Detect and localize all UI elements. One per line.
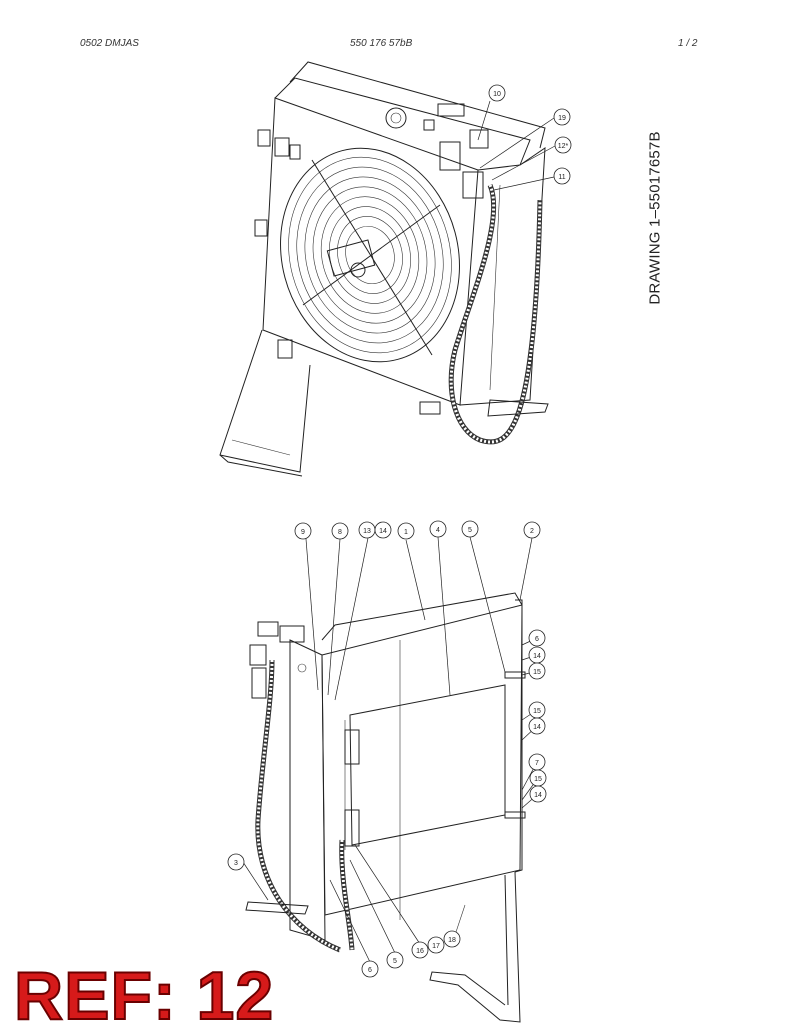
callout-5b: 5 [386, 951, 404, 969]
svg-text:19: 19 [558, 115, 566, 122]
callouts-top: 10 19 12* 11 [477, 84, 572, 191]
callout-18: 18 [443, 930, 461, 948]
callout-14a: 14 [374, 521, 392, 539]
callout-13: 13 [358, 521, 376, 539]
svg-text:18: 18 [448, 937, 456, 944]
svg-text:15: 15 [533, 669, 541, 676]
callout-14d: 14 [529, 785, 547, 803]
svg-text:15: 15 [533, 708, 541, 715]
svg-text:5: 5 [393, 958, 397, 965]
callout-2: 2 [523, 521, 541, 539]
svg-text:5: 5 [468, 527, 472, 534]
callout-3: 3 [227, 853, 245, 871]
svg-text:15: 15 [534, 776, 542, 783]
svg-text:17: 17 [432, 943, 440, 950]
svg-text:16: 16 [416, 948, 424, 955]
svg-text:9: 9 [301, 529, 305, 536]
callout-15c: 15 [529, 769, 547, 787]
svg-text:11: 11 [558, 174, 565, 181]
svg-text:10: 10 [493, 91, 501, 98]
callout-16: 16 [411, 941, 429, 959]
callout-17: 17 [427, 936, 445, 954]
svg-text:14: 14 [533, 724, 541, 731]
svg-text:7: 7 [535, 760, 539, 767]
svg-text:14: 14 [379, 528, 387, 535]
callout-8: 8 [331, 522, 349, 540]
callout-15a: 15 [528, 662, 546, 680]
svg-text:6: 6 [535, 636, 539, 643]
callout-7: 7 [528, 753, 546, 771]
callout-6b: 6 [361, 960, 379, 978]
header-page-number: 1 / 2 [678, 38, 698, 49]
reference-label: REF: 12 [13, 958, 275, 1034]
callout-9: 9 [294, 522, 312, 540]
callout-14b: 14 [528, 646, 546, 664]
svg-text:8: 8 [338, 529, 342, 536]
top-assembly-drawing [219, 61, 549, 477]
callout-19: 19 [553, 108, 571, 126]
callout-12star: 12* [554, 136, 572, 154]
fan-guard [280, 147, 460, 363]
svg-text:14: 14 [533, 653, 541, 660]
callout-5a: 5 [461, 520, 479, 538]
svg-text:3: 3 [234, 860, 238, 867]
callout-11: 11 [553, 167, 571, 185]
svg-text:6: 6 [368, 967, 372, 974]
callout-10: 10 [488, 84, 506, 102]
svg-text:12*: 12* [558, 143, 569, 150]
callout-6a: 6 [528, 629, 546, 647]
callout-4: 4 [429, 520, 447, 538]
callout-14c: 14 [528, 717, 546, 735]
callout-1: 1 [397, 522, 415, 540]
bottom-assembly-drawing [245, 592, 526, 1023]
svg-text:13: 13 [363, 528, 371, 535]
svg-text:2: 2 [530, 528, 534, 535]
header-doc-code: 0502 DMJAS [80, 38, 139, 49]
callouts-bottom: 9 8 13 14 1 4 5 2 6 14 15 15 14 7 15 14 … [227, 520, 547, 978]
svg-text:1: 1 [404, 529, 408, 536]
header-part-number: 550 176 57bB [350, 38, 413, 49]
callout-15b: 15 [528, 701, 546, 719]
svg-text:14: 14 [534, 792, 542, 799]
svg-text:4: 4 [436, 527, 440, 534]
